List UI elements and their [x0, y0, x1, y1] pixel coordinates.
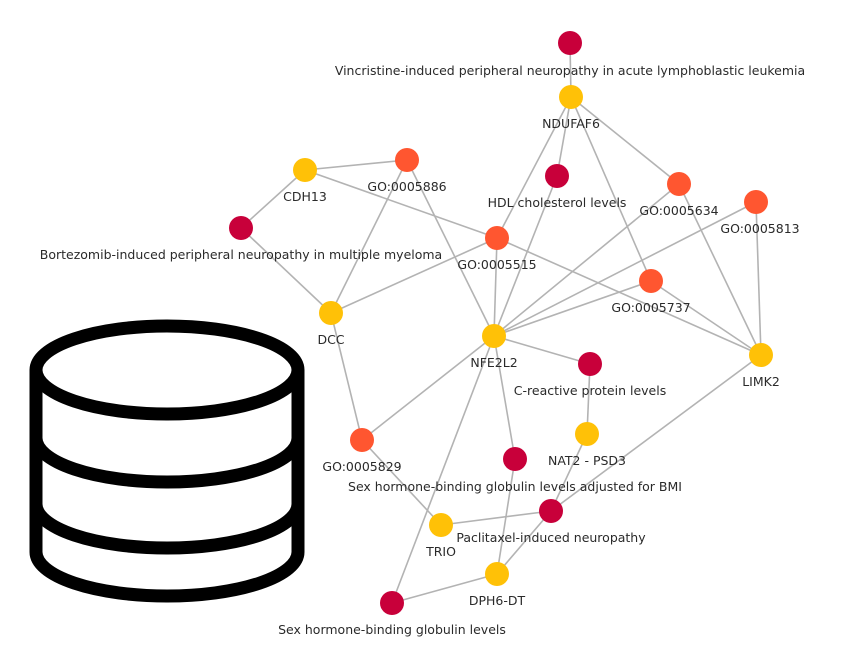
edge-go5515-limk2 [496, 237, 762, 356]
edge-hdl-nfe2l2 [493, 175, 558, 337]
edge-ndufaf6-hdl [556, 96, 572, 177]
node-label-dcc: DCC [317, 332, 344, 347]
node-go5515[interactable] [485, 226, 509, 250]
edge-go5829-trio [361, 439, 442, 526]
edge-nfe2l2-crp [493, 335, 591, 365]
node-label-trio: TRIO [425, 544, 456, 559]
node-go5829[interactable] [350, 428, 374, 452]
edge-go5813-limk2 [755, 201, 762, 356]
edge-trio-paclitaxel [440, 510, 552, 526]
node-go5886[interactable] [395, 148, 419, 172]
edge-cdh13-go5886 [304, 159, 408, 171]
edges-layer [240, 42, 762, 604]
node-label-cdh13: CDH13 [283, 189, 327, 204]
node-trio[interactable] [429, 513, 453, 537]
edge-nfe2l2-shbg_bmi [493, 335, 516, 460]
node-label-hdl: HDL cholesterol levels [488, 195, 627, 210]
node-label-paclitaxel: Paclitaxel-induced neuropathy [456, 530, 646, 545]
node-crp[interactable] [578, 352, 602, 376]
node-label-go5737: GO:0005737 [611, 300, 690, 315]
edge-go5515-nfe2l2 [493, 237, 498, 337]
node-dph6[interactable] [485, 562, 509, 586]
edge-cdh13-go5515 [304, 169, 498, 239]
edge-limk2-paclitaxel [550, 354, 762, 512]
node-label-nat2: NAT2 - PSD3 [548, 453, 626, 468]
edge-go5634-limk2 [678, 183, 762, 356]
edge-bortezomib-dcc [240, 227, 332, 314]
nodes-layer [229, 31, 773, 615]
node-dcc[interactable] [319, 301, 343, 325]
edge-dph6-shbg [391, 573, 498, 604]
node-label-go5886: GO:0005886 [367, 179, 446, 194]
edge-shbg_bmi-dph6 [496, 458, 516, 575]
node-label-vincristine: Vincristine-induced peripheral neuropath… [335, 63, 805, 78]
node-go5737[interactable] [639, 269, 663, 293]
edge-go5515-dcc [330, 237, 498, 314]
edge-go5737-nfe2l2 [493, 280, 652, 337]
node-shbg_bmi[interactable] [503, 447, 527, 471]
edge-ndufaf6-go5737 [570, 96, 652, 282]
edge-nfe2l2-shbg [391, 335, 495, 604]
node-label-dph6: DPH6-DT [469, 593, 526, 608]
edge-nat2-paclitaxel [550, 433, 588, 512]
node-label-go5829: GO:0005829 [322, 459, 401, 474]
node-label-go5813: GO:0005813 [720, 221, 799, 236]
node-bortezomib[interactable] [229, 216, 253, 240]
edge-go5886-dcc [330, 159, 408, 314]
node-nfe2l2[interactable] [482, 324, 506, 348]
node-go5813[interactable] [744, 190, 768, 214]
node-label-crp: C-reactive protein levels [514, 383, 666, 398]
edge-go5886-nfe2l2 [406, 159, 495, 337]
node-label-shbg: Sex hormone-binding globulin levels [278, 622, 506, 637]
node-nat2[interactable] [575, 422, 599, 446]
edge-go5634-nfe2l2 [493, 183, 680, 337]
node-paclitaxel[interactable] [539, 499, 563, 523]
node-cdh13[interactable] [293, 158, 317, 182]
node-label-go5634: GO:0005634 [639, 203, 718, 218]
edge-nfe2l2-go5829 [361, 335, 495, 441]
edge-go5813-nfe2l2 [493, 201, 757, 337]
edge-paclitaxel-dph6 [496, 510, 552, 575]
edge-dcc-go5829 [330, 312, 363, 441]
database-icon [29, 319, 305, 603]
node-ndufaf6[interactable] [559, 85, 583, 109]
node-label-limk2: LIMK2 [742, 374, 780, 389]
node-label-shbg_bmi: Sex hormone-binding globulin levels adju… [348, 479, 682, 494]
node-label-bortezomib: Bortezomib-induced peripheral neuropathy… [40, 247, 442, 262]
node-label-ndufaf6: NDUFAF6 [542, 116, 600, 131]
edge-go5737-limk2 [650, 280, 762, 356]
edge-ndufaf6-go5515 [496, 96, 572, 239]
edge-cdh13-bortezomib [240, 169, 306, 229]
node-label-nfe2l2: NFE2L2 [470, 355, 517, 370]
node-label-go5515: GO:0005515 [457, 257, 536, 272]
node-go5634[interactable] [667, 172, 691, 196]
node-shbg[interactable] [380, 591, 404, 615]
labels-layer: Vincristine-induced peripheral neuropath… [40, 63, 805, 637]
node-vincristine[interactable] [558, 31, 582, 55]
edge-ndufaf6-go5634 [570, 96, 680, 185]
node-hdl[interactable] [545, 164, 569, 188]
node-limk2[interactable] [749, 343, 773, 367]
